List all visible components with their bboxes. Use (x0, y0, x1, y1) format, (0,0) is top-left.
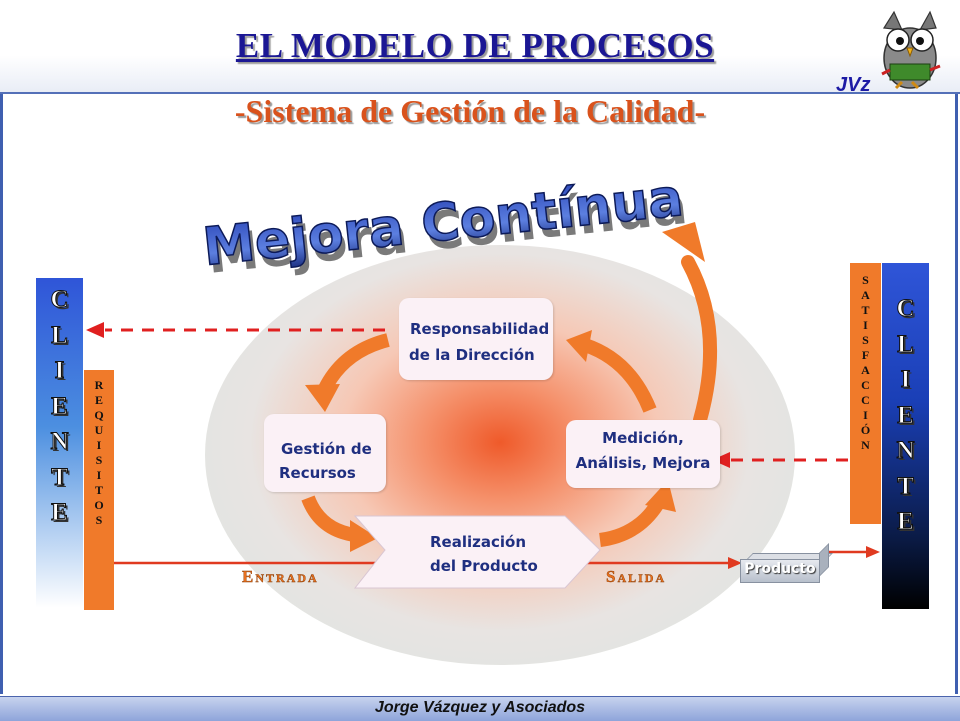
improvement-arrow (662, 222, 718, 427)
cliente-right-letter: L (897, 330, 915, 358)
requisitos-letter: E (94, 393, 103, 407)
requisitos-letter: T (94, 483, 103, 497)
medicion-line2: Análisis, Mejora (575, 454, 711, 472)
requisitos-letter: S (95, 513, 103, 527)
satisfaccion-letter: C (861, 378, 870, 392)
gestion-line1: Gestión de (281, 440, 372, 458)
realizacion-shape (353, 515, 601, 589)
salida-label: Salida (606, 567, 667, 586)
entrada-label: Entrada (242, 567, 319, 586)
satisfaccion-letter: Ó (860, 423, 871, 437)
requisitos-letter: S (95, 453, 103, 467)
cliente-right-letter: N (896, 437, 915, 465)
cliente-left-letters: C L I E N T E (36, 282, 83, 531)
mejora-continua-banner: Mejora Contínua Mejora Contínua (200, 167, 691, 286)
requisitos-letter: U (94, 423, 104, 437)
cliente-right-bar: C L I E N T E (882, 263, 929, 609)
realizacion-line1: Realización (430, 533, 526, 551)
producto-label: Producto (744, 561, 816, 577)
cliente-left-letter: C (50, 286, 69, 314)
requisitos-letter: R (94, 378, 104, 392)
logo-text: JVz (836, 74, 871, 96)
cliente-left-letter: L (51, 321, 69, 349)
page-subtitle: -Sistema de Gestión de la Calidad- (234, 93, 706, 129)
satisfaccion-letter: A (861, 363, 870, 377)
cliente-right-letter: I (900, 366, 911, 394)
footer-band: Jorge Vázquez y Asociados (0, 696, 960, 721)
requisitos-letters: R E Q U I S I T O S (84, 378, 114, 528)
cliente-right-letter: C (896, 295, 915, 323)
producto-box: Producto (740, 543, 833, 583)
requisitos-letter: Q (94, 408, 104, 422)
medicion-line1: Medición, (602, 429, 684, 447)
satisfaccion-letter: A (861, 288, 870, 302)
satisfaccion-letter: S (862, 333, 869, 347)
cliente-left-letter: E (51, 392, 69, 420)
satisfaccion-letter: I (863, 318, 868, 332)
requisitos-letter: O (94, 498, 104, 512)
cliente-right-letter: E (897, 401, 915, 429)
medicion-box: Medición, Análisis, Mejora (566, 420, 720, 488)
satisfaccion-letter: C (861, 393, 870, 407)
satisfaccion-bar: S A T I S F A C C I Ó N (850, 263, 881, 524)
requisitos-letter: I (96, 468, 102, 482)
satisfaccion-letter: N (861, 438, 870, 452)
cliente-left-bar: C L I E N T E (36, 278, 83, 608)
realizacion-line2: del Producto (430, 557, 538, 575)
satisfaccion-letter: F (861, 348, 870, 362)
page-title: EL MODELO DE PROCESOS (235, 26, 715, 65)
cliente-right-letter: E (897, 508, 915, 536)
gestion-box: Gestión de Recursos (264, 414, 386, 492)
left-border (0, 94, 3, 694)
owl-logo-icon (881, 10, 941, 90)
requisitos-letter: I (96, 438, 102, 452)
cliente-left-letter: N (50, 428, 69, 456)
cycle-arrows (301, 330, 676, 552)
cliente-right-letters: C L I E N T E (882, 291, 929, 540)
satisfaccion-letters: S A T I S F A C C I Ó N (850, 273, 881, 453)
header-band (0, 0, 960, 94)
responsabilidad-line1: Responsabilidad (410, 320, 550, 338)
dashed-arrows (86, 322, 848, 468)
cliente-left-letter: T (51, 463, 69, 491)
satisfaccion-letter: S (862, 273, 869, 287)
cliente-left-letter: E (51, 499, 69, 527)
responsabilidad-box: Responsabilidad de la Dirección (399, 298, 553, 380)
satisfaccion-letter: T (861, 303, 870, 317)
cliente-left-letter: I (54, 357, 65, 385)
gestion-line2: Recursos (279, 464, 356, 482)
footer-text: Jorge Vázquez y Asociados (374, 699, 586, 716)
satisfaccion-letter: I (863, 408, 868, 422)
responsabilidad-line2: de la Dirección (409, 346, 535, 364)
cliente-right-letter: T (897, 472, 915, 500)
right-border (955, 94, 958, 694)
producto-box-front (740, 559, 820, 583)
requisitos-bar: R E Q U I S I T O S (84, 370, 114, 610)
